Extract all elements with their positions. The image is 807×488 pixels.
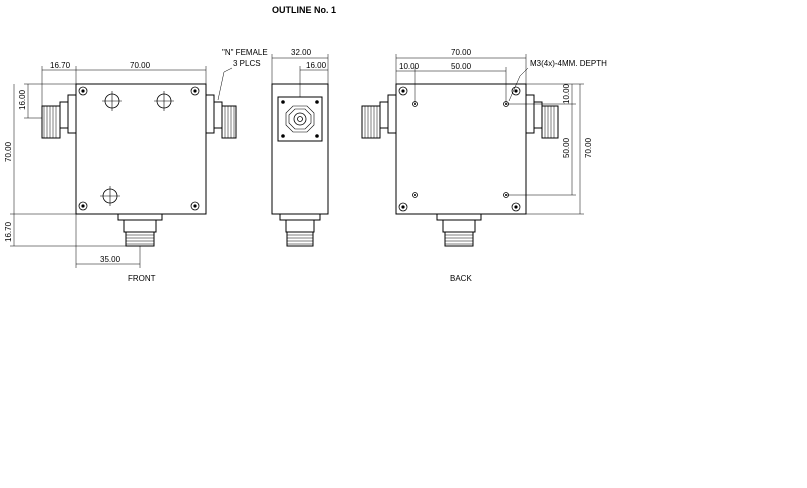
back-dim-hole-spacing: 50.00 [451,62,472,71]
front-tuning-screw [154,91,174,111]
back-m3-hole [412,192,418,198]
back-left-n-connector [361,94,397,139]
front-view-label: FRONT [128,274,156,283]
front-corner-screw [78,86,88,96]
side-n-connector-face [277,96,323,142]
back-dim-right-offset: 10.00 [562,83,571,104]
back-view-label: BACK [450,274,472,283]
back-corner-screw [511,202,521,212]
front-corner-screw [78,201,88,211]
back-bottom-n-connector [436,213,482,247]
back-dim-left-offset: 10.00 [399,62,420,71]
front-tuning-screw [100,186,120,206]
back-dim-height: 70.00 [584,137,593,158]
front-left-n-connector [41,94,77,139]
back-corner-screw [398,202,408,212]
front-dim-height: 70.00 [4,141,13,162]
back-right-n-connector [525,94,559,139]
front-body [75,83,207,215]
front-bottom-n-connector [117,213,163,247]
front-view: 16.70 70.00 16.00 70.00 16.70 35.00 "N" … [4,48,268,283]
front-dim-bottom-center: 35.00 [100,255,121,264]
side-view: 32.00 16.00 [271,48,329,247]
front-dim-bottom-offset: 16.70 [4,221,13,242]
front-dimension-lines [10,66,233,268]
drawing-title: OUTLINE No. 1 [272,5,336,15]
back-dimension-lines [395,54,584,215]
connector-note-type: "N" FEMALE [222,48,268,57]
front-dim-width: 70.00 [130,61,151,70]
front-corner-screw [190,201,200,211]
back-dim-width: 70.00 [451,48,472,57]
side-dim-depth: 32.00 [291,48,312,57]
hole-note: M3(4x)-4MM. DEPTH [530,59,607,68]
back-corner-screw [398,86,408,96]
front-dim-connector-height: 16.00 [18,89,27,110]
connector-note-count: 3 PLCS [233,59,261,68]
front-tuning-screw [102,91,122,111]
front-dim-left-offset: 16.70 [50,61,71,70]
back-corner-screw [511,86,521,96]
side-dim-half-depth: 16.00 [306,61,327,70]
front-corner-screw [190,86,200,96]
back-view: 70.00 10.00 50.00 10.00 50.00 70.00 M3(4… [361,48,607,283]
front-right-n-connector [205,94,237,139]
side-dimension-lines [271,54,329,97]
back-dim-hole-spacing-vertical: 50.00 [562,137,571,158]
side-bottom-n-connector [279,213,321,247]
